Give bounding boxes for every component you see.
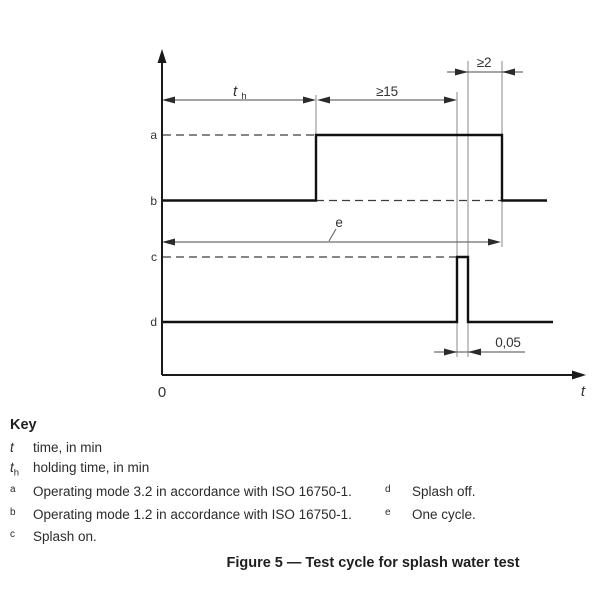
key-desc-e: One cycle. <box>412 507 476 522</box>
label-level-a: a <box>150 128 157 142</box>
key-symbol-th: t <box>10 460 14 475</box>
label-origin: 0 <box>158 384 166 401</box>
key-row-time: t time, in min <box>10 440 102 455</box>
dim-splash-arrow-right-icon <box>468 348 481 356</box>
key-desc-b: Operating mode 1.2 in accordance with IS… <box>33 507 352 522</box>
waveform-splash <box>162 255 553 324</box>
key-symbol-t: t <box>10 440 14 455</box>
figure-caption: Figure 5 — Test cycle for splash water t… <box>226 555 520 571</box>
label-splash-duration: 0,05 <box>495 335 520 350</box>
key-symbol-a: a <box>10 484 16 495</box>
key-row-d: d Splash off. <box>385 484 476 499</box>
key-row-e: e One cycle. <box>385 507 476 522</box>
timing-diagram: t h ≥15 ≥2 e 0,05 a b c d 0 t <box>150 49 586 401</box>
key-symbol-b: b <box>10 507 16 518</box>
y-axis-arrow-icon <box>157 49 167 63</box>
x-axis-arrow-icon <box>572 370 586 380</box>
key-row-a: a Operating mode 3.2 in accordance with I… <box>10 484 352 499</box>
key-symbol-c: c <box>10 529 15 540</box>
label-level-d: d <box>150 315 157 329</box>
key-symbol-th-sub: h <box>13 467 20 479</box>
dim-min15-arrow-left-icon <box>317 96 330 104</box>
extension-lines <box>315 61 503 357</box>
label-cycle-e: e <box>335 215 342 230</box>
dim-cycle-arrow-left-icon <box>162 238 175 246</box>
key-symbol-d: d <box>385 484 391 495</box>
dim-cycle-arrow-right-icon <box>488 238 501 246</box>
dim-min2-arrow-left-icon <box>455 68 468 76</box>
waveform-operating-mode <box>162 133 547 202</box>
key-desc-time: time, in min <box>33 440 103 455</box>
key-title: Key <box>10 417 37 433</box>
label-level-b: b <box>150 194 157 208</box>
label-min15: ≥15 <box>376 84 398 99</box>
dim-splash-arrow-left-icon <box>444 348 457 356</box>
key-row-holding-time: th holding time, in min <box>10 460 149 479</box>
dimension-lines <box>162 68 525 356</box>
dim-min15-arrow-right-icon <box>444 96 457 104</box>
dim-holding-time-arrow-left-icon <box>162 96 175 104</box>
dim-min2-arrow-right-icon <box>502 68 515 76</box>
key-desc-c: Splash on. <box>33 529 97 544</box>
key-row-c: c Splash on. <box>10 529 97 544</box>
dashed-levels <box>163 134 502 258</box>
diagram-labels: t h ≥15 ≥2 e 0,05 a b c d 0 t <box>150 55 586 401</box>
key-row-b: b Operating mode 1.2 in accordance with I… <box>10 507 352 522</box>
key-desc-a: Operating mode 3.2 in accordance with IS… <box>33 484 352 499</box>
key-desc-d: Splash off. <box>412 484 476 499</box>
key-desc-holding-time: holding time, in min <box>33 460 150 475</box>
dim-cycle-leader-line <box>328 228 337 242</box>
label-min2: ≥2 <box>477 55 492 70</box>
waveforms <box>162 133 553 324</box>
label-time-axis: t <box>581 383 586 400</box>
label-holding-time: t h <box>233 83 247 102</box>
label-level-c: c <box>151 250 157 264</box>
key-symbol-e: e <box>385 507 391 518</box>
axes <box>157 49 586 380</box>
dim-holding-time-arrow-right-icon <box>303 96 316 104</box>
